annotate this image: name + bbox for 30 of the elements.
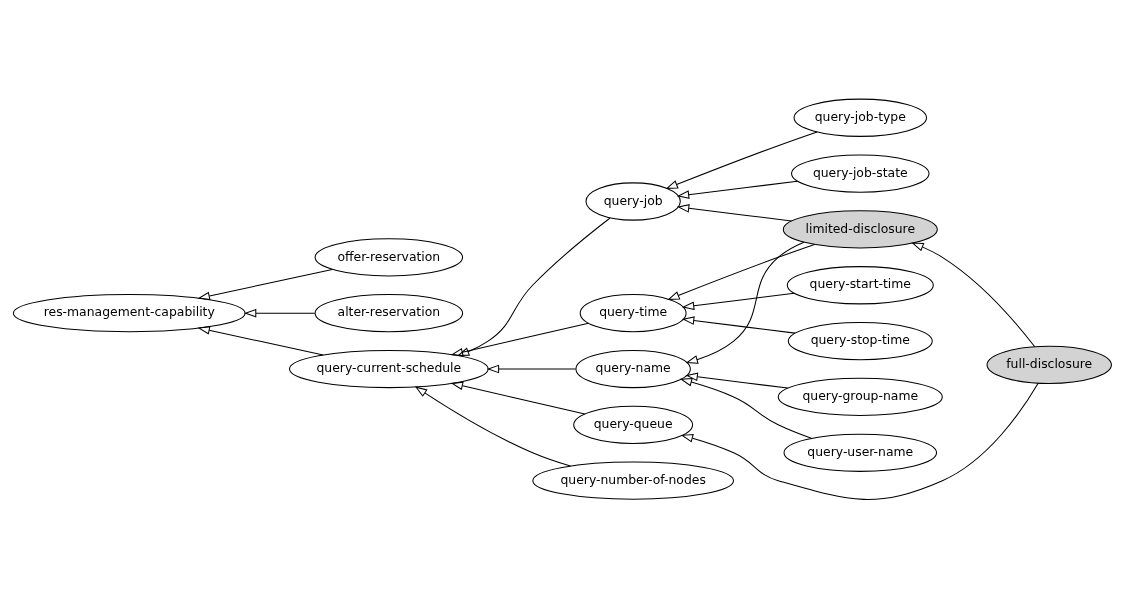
node-ellipse: offer-reservation (314, 237, 464, 276)
arrow (450, 322, 590, 356)
arrow (667, 243, 816, 300)
arrow (414, 385, 571, 467)
arrow (911, 242, 1036, 347)
arrow (456, 216, 611, 356)
node-ellipse: query-start-time (786, 265, 934, 304)
arrow (676, 180, 798, 199)
node-ellipse: query-stop-time (787, 321, 933, 360)
node-ellipse: query-job-type (793, 98, 927, 137)
arrow (676, 203, 792, 221)
arrow (665, 130, 818, 189)
arrow (197, 268, 333, 300)
arrow (243, 308, 316, 317)
arrow (685, 241, 805, 364)
node-ellipse: query-number-of-nodes (532, 461, 734, 500)
node-ellipse: query-job-state (791, 153, 930, 193)
arrow (680, 382, 1039, 500)
arrow (681, 315, 796, 334)
node-ellipse: query-group-name (777, 377, 943, 416)
arrow (486, 364, 577, 373)
node-ellipse: query-user-name (783, 433, 938, 472)
arrow (681, 292, 795, 310)
node-ellipse: full-disclosure (986, 345, 1112, 384)
arrow (197, 325, 324, 355)
node-ellipse: query-time (579, 293, 687, 332)
arrow (685, 372, 789, 389)
arrow (679, 377, 812, 439)
arrow (450, 381, 586, 414)
node-ellipse: alter-reservation (314, 293, 464, 332)
